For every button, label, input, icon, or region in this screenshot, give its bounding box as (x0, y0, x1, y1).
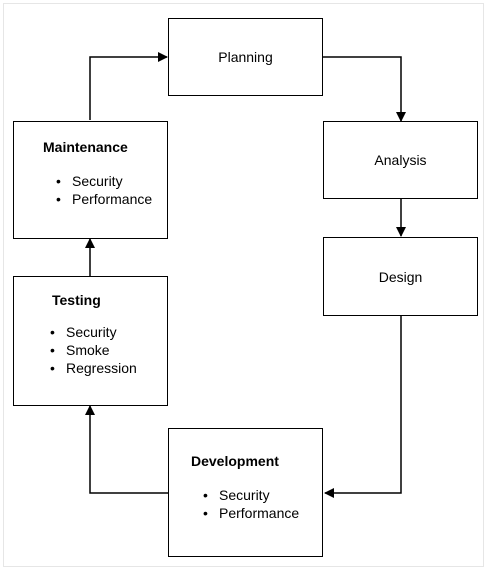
list-item: Smoke (50, 341, 137, 359)
list-item: Regression (50, 359, 137, 377)
planning-label: Planning (218, 49, 273, 65)
arrow-development-to-testing (85, 405, 168, 494)
list-item: Performance (203, 504, 299, 522)
design-label: Design (378, 268, 423, 285)
planning-node[interactable]: Planning (168, 18, 323, 96)
analysis-node[interactable]: Analysis (323, 121, 478, 199)
arrow-planning-to-analysis (323, 56, 406, 122)
analysis-label: Analysis (374, 152, 427, 168)
testing-title: Testing (52, 292, 101, 308)
list-item: Security (203, 486, 299, 504)
maintenance-node[interactable]: Maintenance Security Performance (13, 121, 168, 239)
list-item: Security (50, 323, 137, 341)
development-list: Security Performance (203, 486, 299, 522)
maintenance-title: Maintenance (43, 139, 128, 155)
development-title: Development (191, 453, 279, 469)
design-node[interactable]: Design (323, 237, 478, 316)
testing-node[interactable]: Testing Security Smoke Regression (13, 276, 168, 406)
development-node[interactable]: Development Security Performance (168, 428, 323, 557)
maintenance-list: Security Performance (56, 172, 152, 208)
arrow-maintenance-to-planning (89, 52, 168, 120)
list-item: Security (56, 172, 152, 190)
diagram-frame (3, 3, 484, 567)
testing-list: Security Smoke Regression (50, 323, 137, 377)
arrow-design-to-development (324, 316, 402, 498)
list-item: Performance (56, 190, 152, 208)
